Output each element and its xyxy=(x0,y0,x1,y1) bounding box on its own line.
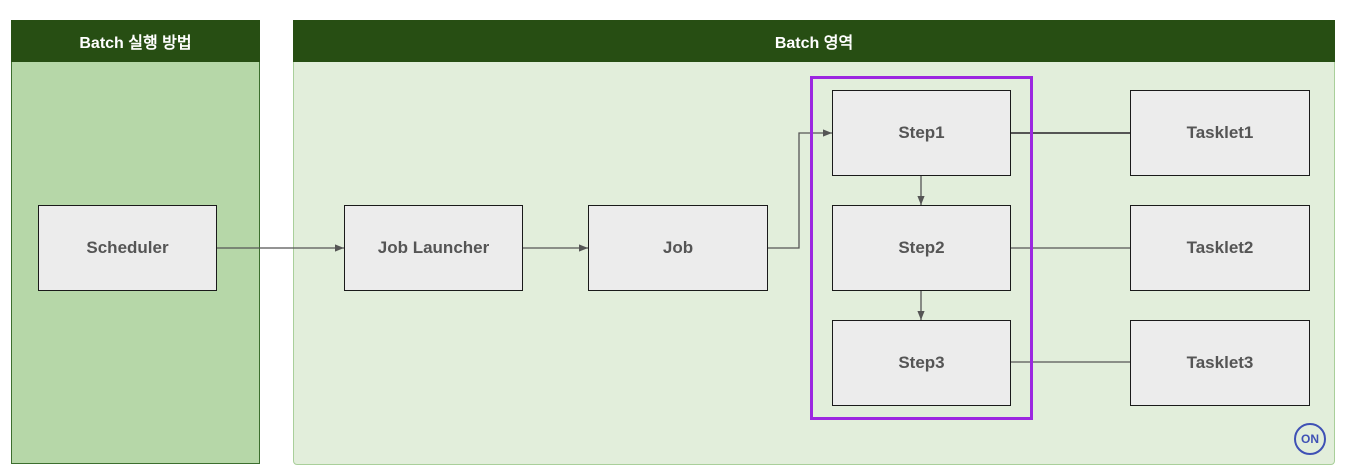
on-badge-icon: ON xyxy=(1294,423,1326,455)
edge-job-step1 xyxy=(768,129,832,249)
batch-run-method-title: Batch 실행 방법 xyxy=(11,20,260,62)
node-scheduler: Scheduler xyxy=(38,205,217,291)
node-tasklet1: Tasklet1 xyxy=(1130,90,1310,176)
node-tasklet2: Tasklet2 xyxy=(1130,205,1310,291)
node-job-launcher: Job Launcher xyxy=(344,205,523,291)
node-step2: Step2 xyxy=(832,205,1011,291)
node-step3: Step3 xyxy=(832,320,1011,406)
node-tasklet3: Tasklet3 xyxy=(1130,320,1310,406)
node-job: Job xyxy=(588,205,768,291)
steps-highlight-frame xyxy=(810,76,1033,420)
node-step1: Step1 xyxy=(832,90,1011,176)
batch-area-title: Batch 영역 xyxy=(293,20,1335,62)
